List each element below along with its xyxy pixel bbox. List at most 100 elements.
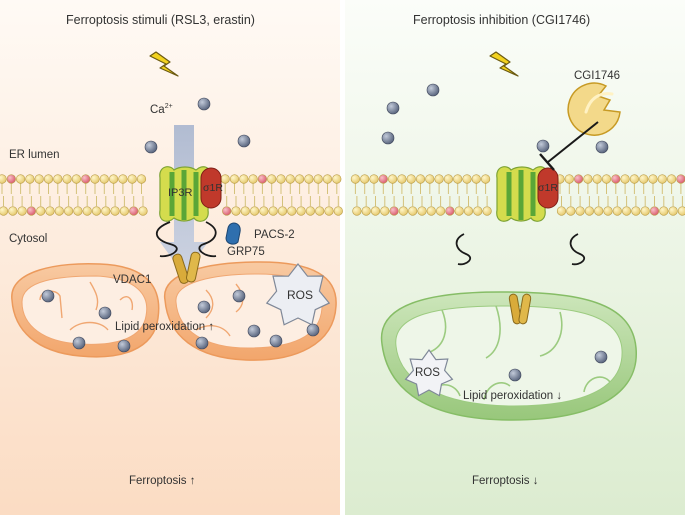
calcium-ion bbox=[195, 336, 209, 350]
vdac1-channel-right bbox=[508, 293, 532, 325]
lipid-head bbox=[90, 174, 100, 184]
lipid-head bbox=[369, 174, 379, 184]
er-membrane bbox=[0, 174, 685, 216]
lipid-head bbox=[15, 174, 26, 184]
ros-star-left bbox=[265, 263, 331, 326]
lipid-head bbox=[118, 174, 128, 184]
lipid-head bbox=[45, 206, 55, 216]
lipid-head bbox=[471, 174, 481, 184]
lipid-head bbox=[454, 206, 464, 216]
grp75-label: GRP75 bbox=[227, 246, 265, 258]
ros-label-left: ROS bbox=[287, 288, 314, 302]
calcium-ion bbox=[232, 289, 246, 303]
lipid-head bbox=[54, 206, 64, 216]
lipid-head bbox=[639, 174, 649, 184]
lipid-head bbox=[267, 174, 277, 184]
ros-star-right bbox=[404, 348, 454, 397]
vdac1-label: VDAC1 bbox=[113, 274, 152, 286]
lipid-head bbox=[257, 174, 268, 184]
lipid-head bbox=[621, 206, 632, 216]
lipid-head bbox=[611, 174, 621, 184]
lipid-head bbox=[6, 174, 16, 184]
sigma1r-label-left: σ1R bbox=[203, 182, 223, 194]
lipid-head bbox=[119, 206, 129, 216]
lipid-head bbox=[583, 174, 593, 184]
lipid-head bbox=[473, 206, 483, 216]
left-panel-title: Ferroptosis stimuli (RSL3, erastin) bbox=[66, 13, 255, 27]
lipid-head bbox=[417, 206, 427, 216]
lipid-head bbox=[463, 206, 474, 216]
lipid-head bbox=[592, 174, 602, 184]
lipid-peroxidation-label-left: Lipid peroxidation ↑ bbox=[115, 321, 215, 333]
calcium-ion bbox=[144, 140, 158, 154]
lipid-head bbox=[388, 174, 398, 184]
lipid-head bbox=[677, 206, 685, 216]
ros-label-right: ROS bbox=[415, 367, 440, 379]
calcium-ion bbox=[508, 368, 522, 382]
calcium-ion bbox=[269, 334, 283, 348]
lipid-head bbox=[434, 174, 444, 184]
lipid-head bbox=[631, 206, 641, 216]
grp75-tether-left bbox=[155, 221, 178, 258]
lipid-head bbox=[81, 174, 91, 184]
calcium-ion bbox=[306, 323, 320, 337]
lipid-head bbox=[276, 174, 286, 184]
right-panel-background bbox=[345, 0, 685, 515]
lipid-head bbox=[229, 174, 240, 184]
calcium-ions bbox=[41, 83, 609, 382]
lipid-head bbox=[63, 206, 74, 216]
inhibition-bar bbox=[539, 153, 555, 171]
lipid-head bbox=[127, 174, 137, 184]
er-lumen-label: ER lumen bbox=[9, 149, 60, 161]
ip3r-channel-right bbox=[496, 166, 548, 222]
lipid-head bbox=[295, 174, 305, 184]
lipid-head bbox=[648, 174, 658, 184]
lipid-head bbox=[481, 174, 491, 184]
lipid-head bbox=[564, 174, 574, 184]
sigma1r-label-right: σ1R bbox=[538, 182, 558, 194]
ferroptosis-outcome-right: Ferroptosis ↓ bbox=[472, 475, 539, 487]
calcium-ion bbox=[381, 131, 395, 145]
calcium-label: Ca2+ bbox=[150, 103, 173, 116]
lipid-head bbox=[666, 174, 677, 184]
lipid-head bbox=[352, 206, 362, 216]
lipid-head bbox=[101, 206, 111, 216]
lipid-head bbox=[313, 174, 323, 184]
panel-divider bbox=[340, 0, 345, 515]
calcium-ion bbox=[98, 306, 112, 320]
lipid-head bbox=[676, 174, 685, 184]
lipid-head bbox=[305, 206, 316, 216]
lipid-head bbox=[239, 174, 249, 184]
calcium-ion bbox=[536, 139, 550, 153]
lipid-head bbox=[426, 206, 436, 216]
lipid-head bbox=[138, 206, 148, 216]
lipid-head bbox=[361, 206, 371, 216]
lipid-head bbox=[443, 174, 454, 184]
lipid-head bbox=[110, 206, 120, 216]
lipid-head bbox=[445, 206, 455, 216]
lipid-head bbox=[287, 206, 297, 216]
lipid-head bbox=[268, 206, 278, 216]
lipid-head bbox=[594, 206, 604, 216]
lipid-head bbox=[259, 206, 269, 216]
lipid-head bbox=[612, 206, 622, 216]
lipid-head bbox=[462, 174, 472, 184]
ip3r-channel bbox=[159, 166, 211, 222]
calcium-ion bbox=[247, 324, 261, 338]
lipid-head bbox=[91, 206, 102, 216]
calcium-ion bbox=[197, 97, 211, 111]
lipid-head bbox=[129, 206, 139, 216]
grp75-tether bbox=[569, 233, 585, 266]
lipid-head bbox=[397, 174, 407, 184]
lipid-head bbox=[222, 206, 232, 216]
lipid-head bbox=[73, 206, 83, 216]
lipid-head bbox=[389, 206, 399, 216]
calcium-ion bbox=[197, 300, 211, 314]
lipid-head bbox=[82, 206, 92, 216]
lipid-head bbox=[17, 206, 27, 216]
lipid-head bbox=[34, 174, 44, 184]
lipid-head bbox=[640, 206, 650, 216]
right-panel-title: Ferroptosis inhibition (CGI1746) bbox=[413, 13, 591, 27]
inhibition-line bbox=[547, 121, 599, 163]
